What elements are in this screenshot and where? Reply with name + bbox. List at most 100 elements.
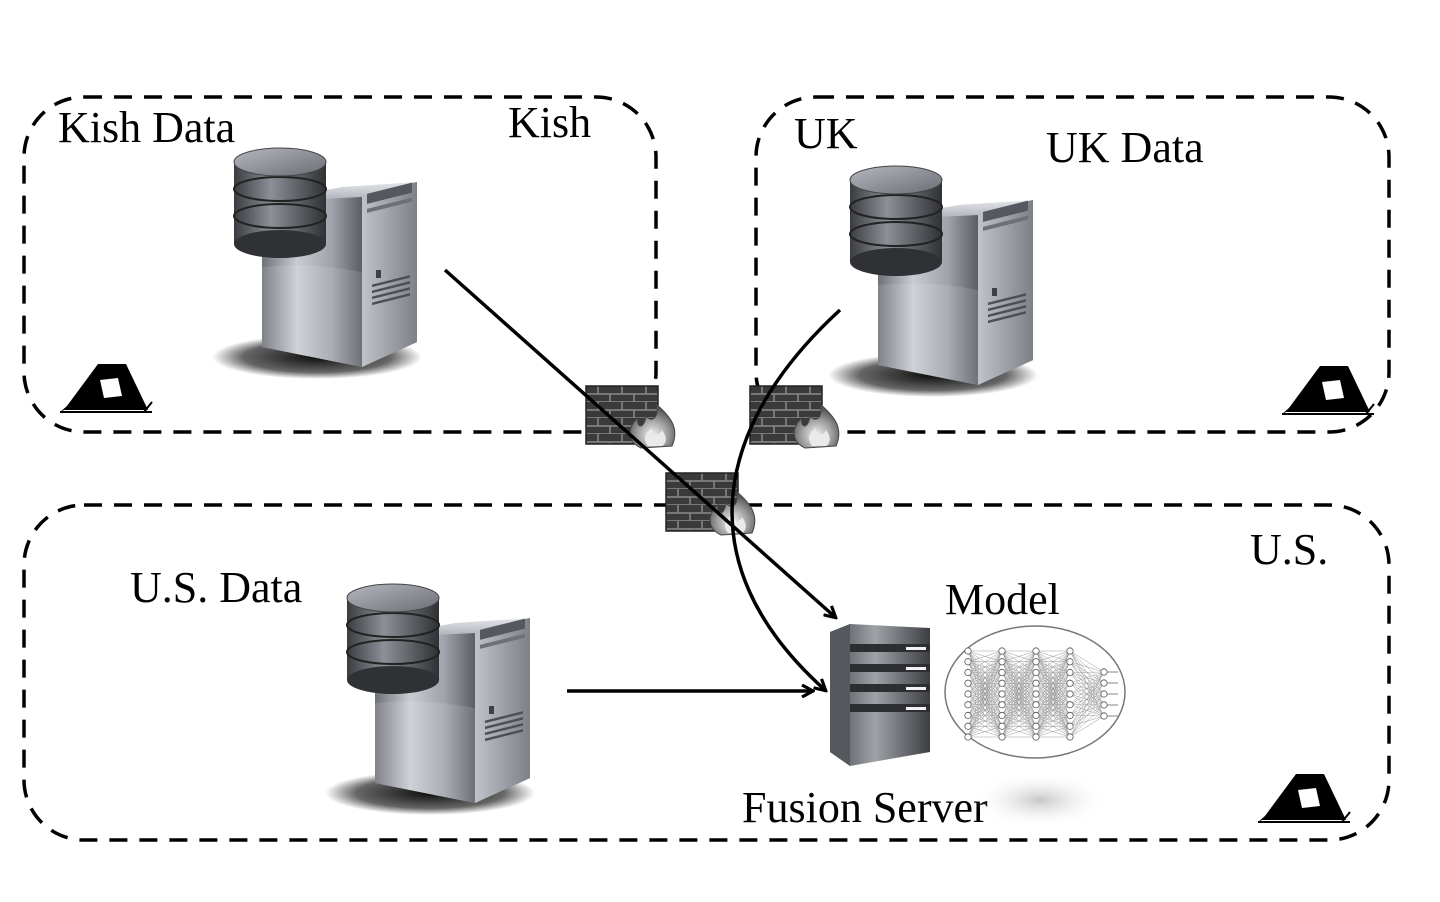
network-edge: [1069, 671, 1105, 695]
network-edge: [1069, 671, 1105, 727]
network-edge: [1035, 726, 1071, 738]
network-node: [998, 658, 1006, 666]
kish-region-label: Kish: [508, 98, 591, 147]
network-node: [1032, 658, 1040, 666]
network-edge: [1001, 672, 1037, 738]
network-node: [1032, 647, 1040, 655]
uk-to-fusion-arrow: [730, 308, 842, 690]
network-node: [964, 647, 972, 655]
network-edge: [967, 650, 1003, 705]
network-node: [1032, 668, 1040, 677]
network-node: [1066, 647, 1074, 655]
network-node: [1032, 711, 1040, 720]
network-edge: [1069, 661, 1105, 673]
network-edge: [1069, 715, 1105, 738]
network-node: [964, 733, 972, 741]
network-node: [964, 690, 972, 698]
network-node: [1066, 701, 1074, 709]
network-edge: [1035, 650, 1071, 727]
network-edge: [967, 650, 1003, 684]
network-node: [964, 722, 972, 730]
network-node: [998, 668, 1006, 677]
network-node: [998, 733, 1006, 741]
network-edge: [1001, 715, 1037, 738]
network-node: [964, 701, 972, 709]
network-node: [964, 711, 972, 720]
network-edge: [1035, 650, 1071, 738]
network-edge: [967, 683, 1003, 738]
network-node: [998, 722, 1006, 730]
network-edge: [1001, 704, 1037, 738]
network-edge: [1069, 671, 1105, 738]
network-edge: [1001, 650, 1037, 673]
network-edge: [1035, 650, 1071, 705]
network-node: [1066, 679, 1074, 687]
network-edge: [967, 672, 1003, 738]
us-tent-icon: [1257, 773, 1351, 823]
network-edge: [1035, 650, 1071, 695]
network-node: [1100, 668, 1108, 676]
network-edge: [967, 650, 1003, 738]
us-data-label: U.S. Data: [130, 563, 302, 612]
network-node: [998, 690, 1006, 698]
model-label: Model: [945, 575, 1060, 624]
network-node: [1066, 733, 1074, 741]
network-node: [964, 679, 972, 687]
network-edge: [1035, 704, 1071, 738]
network-edge: [1069, 682, 1105, 738]
network-edge: [1069, 650, 1105, 673]
network-node: [1032, 733, 1040, 741]
network-edge: [1035, 693, 1071, 738]
network-edge: [1035, 650, 1071, 716]
network-node: [1100, 712, 1108, 720]
us-region: [22, 503, 1391, 842]
network-edge: [1001, 650, 1037, 716]
uk-region: [754, 95, 1391, 434]
network-edge: [1069, 671, 1105, 716]
kish-region: [22, 95, 658, 434]
us-region-label: U.S.: [1250, 525, 1328, 574]
network-node: [998, 711, 1006, 720]
network-edge: [967, 650, 1003, 695]
network-edge: [1001, 650, 1037, 662]
network-node: [1066, 658, 1074, 666]
kish-to-fusion-arrow: [443, 268, 835, 617]
fusion-server-icon: [830, 624, 1110, 828]
uk-data-label: UK Data: [1046, 123, 1204, 172]
kish-firewall-icon: [585, 385, 676, 449]
network-node: [1032, 690, 1040, 698]
network-edge: [1069, 671, 1105, 684]
uk-database-server-icon: [827, 165, 1039, 398]
network-edge: [967, 650, 1003, 673]
network-edge: [967, 650, 1003, 662]
network-edge: [1035, 672, 1071, 738]
network-edge: [1001, 650, 1037, 695]
network-edge: [967, 715, 1003, 738]
network-edge: [1069, 671, 1105, 705]
network-node: [964, 668, 972, 677]
uk-firewall-icon: [749, 385, 840, 449]
network-node: [1066, 711, 1074, 720]
network-edge: [1035, 650, 1071, 673]
network-edge: [1069, 704, 1105, 738]
network-edge: [967, 661, 1003, 738]
network-node: [1066, 668, 1074, 677]
network-edge: [1035, 715, 1071, 738]
us-database-server-icon: [324, 583, 536, 816]
kish-data-label: Kish Data: [58, 103, 235, 152]
network-edge: [1035, 683, 1071, 738]
network-node: [1066, 690, 1074, 698]
network-edge: [1001, 726, 1037, 738]
network-node: [998, 679, 1006, 687]
network-edge: [1001, 683, 1037, 738]
network-edge: [967, 650, 1003, 727]
network-edge: [1069, 693, 1105, 738]
network-edge: [967, 650, 1003, 716]
network-node: [964, 658, 972, 666]
fusion-server-label: Fusion Server: [742, 783, 988, 832]
network-node: [998, 647, 1006, 655]
network-edge: [967, 726, 1003, 738]
network-edge: [1069, 671, 1105, 673]
network-edge: [1035, 661, 1071, 738]
